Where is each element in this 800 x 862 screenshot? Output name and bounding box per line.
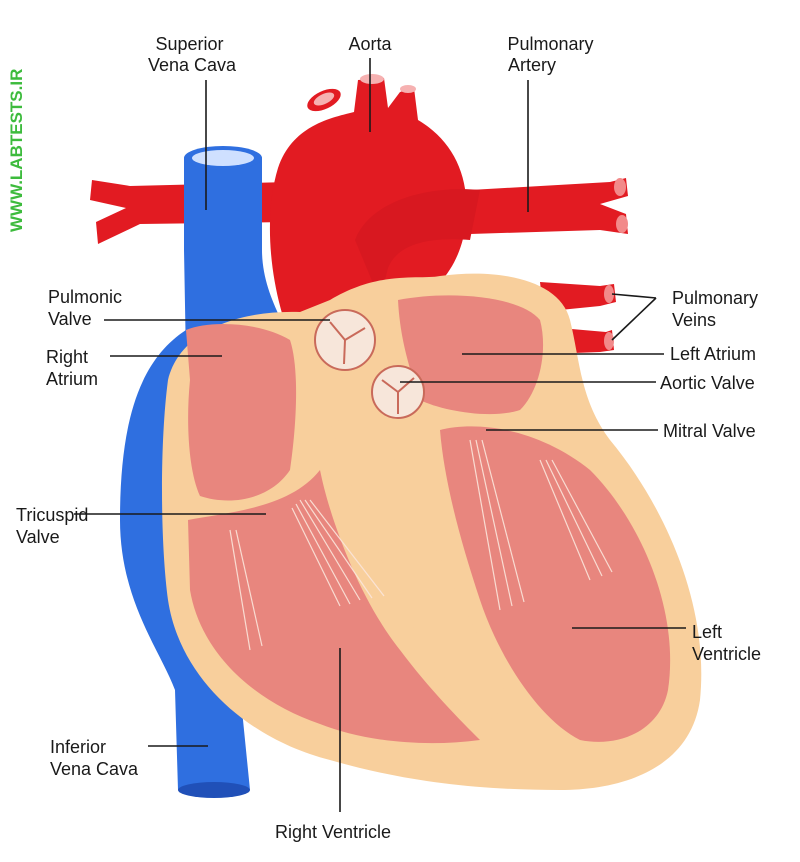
label-aortic-valve: Aortic Valve <box>660 373 755 393</box>
label-right-ventricle: Right Ventricle <box>275 822 391 842</box>
pulmonary-trunk <box>355 189 480 300</box>
superior-vena-cava <box>184 158 300 360</box>
label-left-ventricle: Left Ventricle <box>692 622 761 664</box>
heart-body <box>162 273 702 791</box>
label-right-atrium: Right Atrium <box>46 347 98 389</box>
labels: Superior Vena Cava Aorta Pulmonary Arter… <box>16 34 763 842</box>
label-pulmonary-veins: Pulmonary Veins <box>672 288 763 330</box>
right-atrium-chamber <box>186 324 297 501</box>
label-pulmonic-valve: Pulmonic Valve <box>48 287 127 329</box>
label-mitral-valve: Mitral Valve <box>663 421 756 441</box>
label-superior-vena-cava: Superior Vena Cava <box>148 34 237 75</box>
leader-lines <box>74 58 686 812</box>
watermark-text: WWW.LABTESTS.IR <box>7 69 26 232</box>
aortic-valve <box>371 365 425 419</box>
pulmonary-artery-right-branch <box>470 178 628 234</box>
label-left-atrium: Left Atrium <box>670 344 756 364</box>
septum <box>330 420 504 722</box>
label-inferior-vena-cava: Inferior Vena Cava <box>50 737 139 779</box>
right-ventricle-chamber <box>188 470 480 744</box>
label-pulmonary-artery: Pulmonary Artery <box>507 34 598 75</box>
label-tricuspid-valve: Tricuspid Valve <box>16 505 93 547</box>
left-ventricle-chamber <box>440 426 671 742</box>
chordae-tendineae <box>229 439 613 651</box>
pulmonic-valve <box>314 309 376 371</box>
label-aorta: Aorta <box>348 34 392 54</box>
